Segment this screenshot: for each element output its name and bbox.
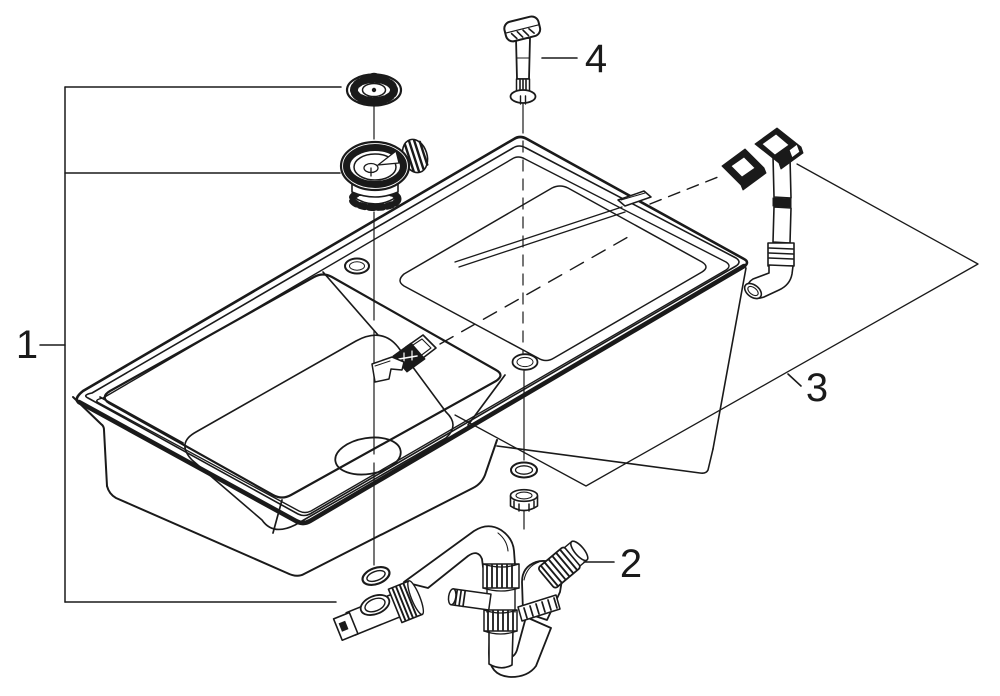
fixing-clip-assembly: [371, 334, 437, 383]
clip-alignment-dashes: [439, 236, 629, 345]
drainboard-recess: [399, 185, 707, 362]
drain-flange-assembly: [339, 138, 429, 211]
overflow-slot: [617, 190, 652, 207]
callout-2-label: 2: [620, 542, 642, 586]
bowl-opening: [103, 273, 502, 499]
overflow-gasket: [721, 148, 767, 191]
siphon-trap: [403, 525, 589, 678]
bowl-floor: [184, 334, 454, 531]
callout-3-label: 3: [806, 366, 828, 410]
overflow-alignment-dashes: [649, 176, 719, 205]
callout-1-label: 1: [16, 323, 38, 367]
part-4-axis-line: [522, 103, 525, 530]
overflow-mounting-plane: [454, 163, 979, 487]
strainer-basket: [345, 72, 403, 107]
pop-up-knob: [503, 15, 542, 105]
sink-body: [72, 135, 749, 577]
callout-1-leader: [39, 86, 342, 603]
callout-4-label: 4: [585, 37, 607, 81]
waste-washer: [510, 461, 538, 479]
bowl-drain-recess: [334, 436, 402, 476]
bottom-outlet-fitting: [332, 580, 425, 642]
faucet-hole: [344, 257, 370, 275]
overflow-assembly: [743, 127, 804, 300]
drainboard-waste-hole: [511, 353, 539, 371]
outlet-o-ring: [361, 565, 391, 587]
waste-nut: [509, 488, 539, 512]
callout-3-leader: [787, 373, 802, 387]
